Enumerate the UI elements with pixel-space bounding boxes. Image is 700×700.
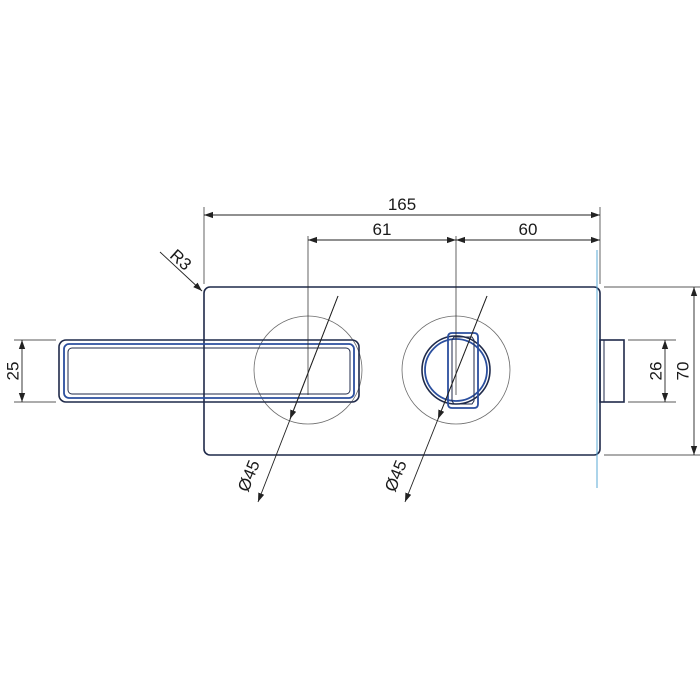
dimension-60: 60 xyxy=(456,220,600,244)
dimension-25: 25 xyxy=(3,340,26,402)
label-r3: R3 xyxy=(166,246,195,275)
label-25: 25 xyxy=(3,362,22,381)
dimension-70: 70 xyxy=(673,287,698,455)
latch-bolt xyxy=(599,339,625,403)
dimension-diameter-left: Ø45 xyxy=(234,295,339,503)
dimension-61: 61 xyxy=(308,220,456,244)
label-61: 61 xyxy=(373,220,392,239)
lever-handle xyxy=(58,339,360,403)
extension-lines xyxy=(14,207,700,456)
label-26: 26 xyxy=(646,362,665,381)
dimension-r3: R3 xyxy=(159,246,203,292)
right-rose-thumbturn xyxy=(401,315,511,425)
label-60: 60 xyxy=(519,220,538,239)
label-165: 165 xyxy=(388,195,416,214)
dimension-26: 26 xyxy=(646,340,669,402)
dimension-diameter-right: Ø45 xyxy=(381,295,488,503)
dimension-165: 165 xyxy=(204,195,600,219)
label-diameter-right: Ø45 xyxy=(381,457,411,494)
label-diameter-left: Ø45 xyxy=(234,457,264,494)
label-70: 70 xyxy=(673,362,692,381)
